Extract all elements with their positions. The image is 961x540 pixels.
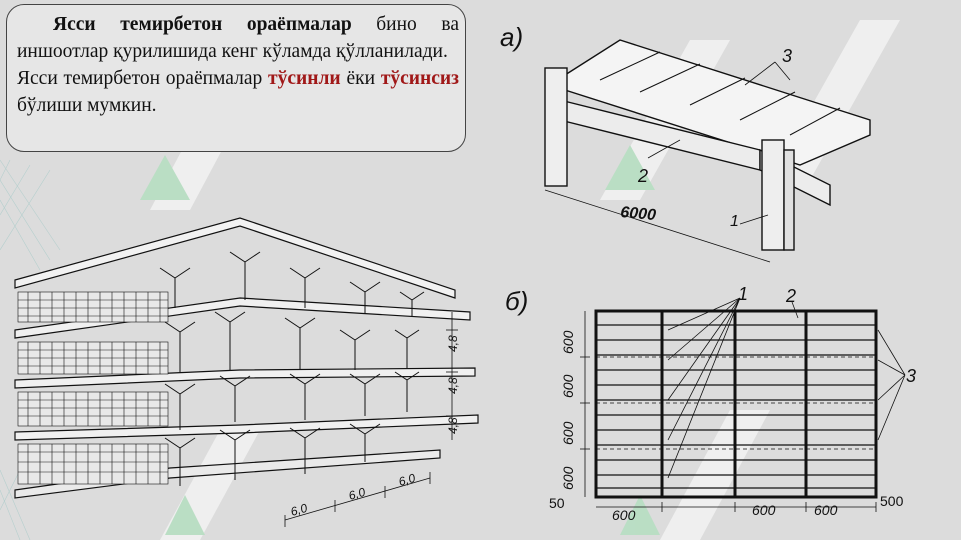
callout-slab-3: 3 <box>782 46 792 66</box>
plan-dimension-lines <box>580 311 877 512</box>
slab-plan-drawing <box>580 297 906 512</box>
span-dimensions <box>284 472 431 527</box>
plan-bottom-dim-1: 600 <box>612 507 636 523</box>
plan-callout-3: 3 <box>906 366 916 386</box>
floor-height-2: 4,8 <box>446 377 460 394</box>
paragraph-usage: Ясси темирбетон ораёпмалар бино ва иншоо… <box>17 11 459 65</box>
slab-2 <box>14 367 476 389</box>
plan-bottom-dim-3: 600 <box>814 502 838 518</box>
plan-vertical-dim-3: 600 <box>560 421 576 445</box>
floor-height-1: 4,8 <box>446 417 460 434</box>
span-label-3: 6,0 <box>397 471 417 489</box>
plan-leaders <box>667 297 906 479</box>
plan-edge-right: 500 <box>880 493 904 509</box>
paragraph-types-part3: бўлиши мумкин. <box>17 95 157 116</box>
slab-roof <box>14 217 456 299</box>
span-label-2: 6,0 <box>347 485 367 503</box>
paragraph-types-part1: Ясси темирбетон ораёпмалар <box>17 68 269 89</box>
paragraph-types: Ясси темирбетон ораёпмалар тўсинли ёки т… <box>17 65 459 119</box>
plan-vertical-dim-2: 600 <box>560 374 576 398</box>
span-label-1: 6,0 <box>289 501 309 519</box>
plan-callout-1: 1 <box>738 284 748 304</box>
mushroom-columns <box>159 251 425 486</box>
figure-a-label: а) <box>500 22 523 52</box>
floor-height-3: 4,8 <box>446 335 460 352</box>
term-beamless: тўсинсиз <box>380 68 459 89</box>
paragraph-types-part2: ёки <box>340 68 381 89</box>
term-beam: тўсинли <box>268 68 341 89</box>
slab-3 <box>14 297 471 339</box>
term-flat-slabs: Ясси темирбетон ораёпмалар <box>53 14 352 35</box>
facade-windows <box>17 291 169 485</box>
height-dimensions <box>446 312 458 440</box>
mesh-pattern <box>0 159 61 540</box>
plan-vertical-dim-4: 600 <box>560 466 576 490</box>
callout-column-1: 1 <box>730 213 739 230</box>
plan-vertical-dim-1: 600 <box>560 330 576 354</box>
column-right <box>761 139 785 251</box>
column-left <box>544 67 568 187</box>
dimension-line <box>544 189 771 263</box>
plan-bottom-dim-2: 600 <box>752 502 776 518</box>
callout-beam-2: 2 <box>637 166 648 186</box>
plan-axes <box>596 356 876 450</box>
slab-1 <box>14 414 479 441</box>
ground-slab <box>14 449 441 499</box>
building-drawing <box>14 217 479 527</box>
text-box: Ясси темирбетон ораёпмалар бино ва иншоо… <box>6 4 466 152</box>
plan-edge-left: 50 <box>549 495 565 511</box>
plan-beams <box>660 311 808 497</box>
beam-slab-drawing <box>544 39 871 263</box>
span-dimension-6000: 6000 <box>620 204 657 224</box>
plan-callout-2: 2 <box>785 286 796 306</box>
figure-b-label: б) <box>505 286 528 316</box>
paragraph-usage-rest: бино ва иншоотлар қурилишида кенг кўламд… <box>17 14 459 62</box>
